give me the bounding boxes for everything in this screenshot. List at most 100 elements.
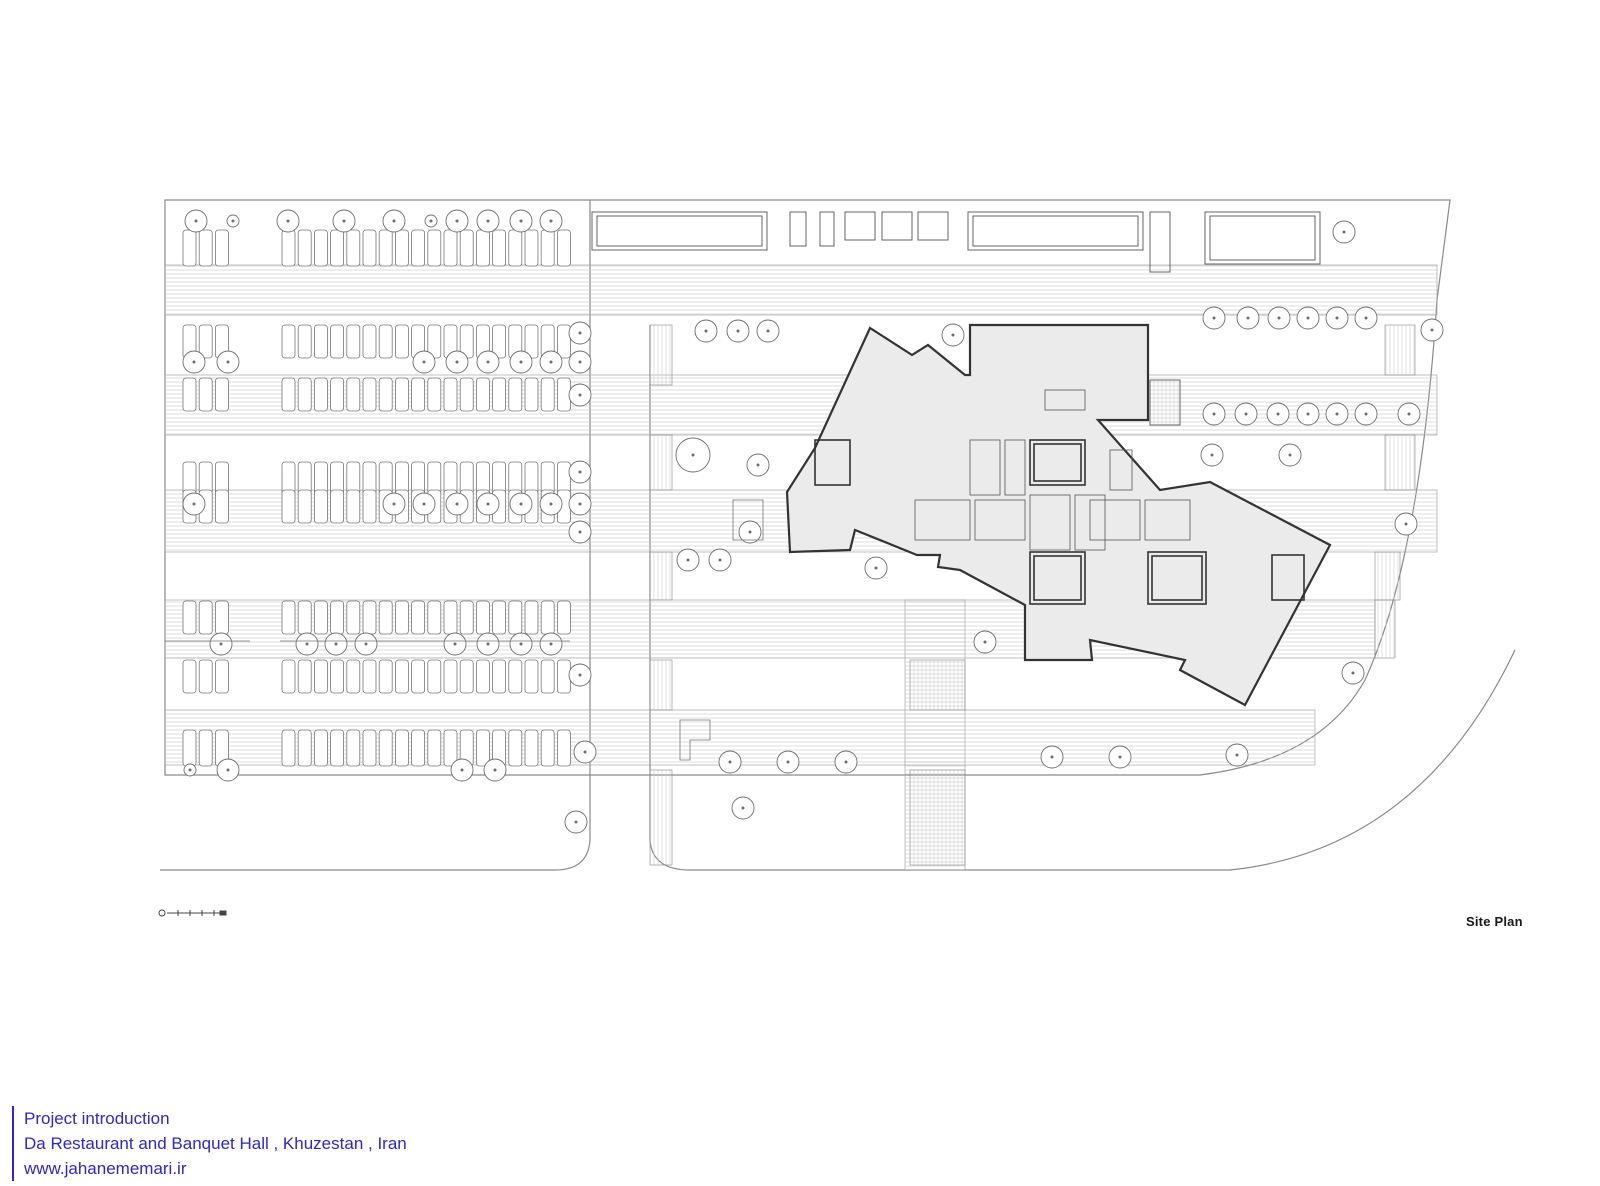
tree (1325, 306, 1349, 330)
tree (1202, 306, 1226, 330)
parking-stall (475, 377, 490, 412)
parking-stall (297, 489, 312, 524)
parking-stall (214, 600, 229, 635)
parking-stall (557, 600, 571, 635)
tree (941, 323, 965, 347)
parking-stall (362, 729, 377, 767)
parking-stall (182, 377, 197, 412)
tree (445, 209, 469, 233)
parking-stall (182, 729, 197, 767)
parking-stall (281, 324, 296, 359)
parking-stall (378, 324, 393, 359)
parking-stall (182, 659, 197, 694)
tree (1397, 402, 1421, 426)
parking-stall (313, 229, 328, 267)
parking-stall (297, 600, 312, 635)
parking-stall (198, 659, 213, 694)
building-footprint (785, 323, 1332, 707)
steps (649, 324, 1416, 866)
parking-stall (492, 659, 507, 694)
parking-stall (346, 324, 361, 359)
tree (1040, 745, 1064, 769)
parking-stall (378, 377, 393, 412)
tree (568, 492, 592, 516)
tree (445, 350, 469, 374)
parking-stall (475, 600, 490, 635)
parking-stall (492, 600, 507, 635)
tree (731, 796, 755, 820)
tree (295, 632, 319, 656)
parking-stall (362, 377, 377, 412)
parking-stall (330, 377, 345, 412)
parking-stall (508, 659, 523, 694)
tree (568, 321, 592, 345)
parking-stall (411, 729, 426, 767)
parking-stall (330, 229, 345, 267)
tree (476, 209, 500, 233)
fixtures (165, 499, 764, 761)
scale-bar (158, 909, 227, 917)
tree (412, 492, 436, 516)
parking-stall (330, 729, 345, 767)
parking-stall (540, 659, 555, 694)
tree (539, 632, 563, 656)
parking-stall (313, 489, 328, 524)
parking-stall (214, 659, 229, 694)
tree (183, 763, 197, 777)
footer-line-title: Project introduction (24, 1109, 170, 1128)
parking-stall (198, 229, 213, 267)
parking-stall (214, 489, 229, 524)
parking-stall (443, 600, 458, 635)
tree (354, 632, 378, 656)
tree (476, 632, 500, 656)
parking-stall (524, 729, 539, 767)
tree (1354, 306, 1378, 330)
tree (1420, 318, 1444, 342)
parking-stall (508, 377, 523, 412)
tree (216, 350, 240, 374)
tree (1278, 443, 1302, 467)
footer-website-link[interactable]: www.jahanememari.ir (24, 1159, 187, 1178)
parking-stall (443, 659, 458, 694)
parking-stall (330, 600, 345, 635)
parking-stall (313, 659, 328, 694)
tree (216, 758, 240, 782)
tree (708, 548, 732, 572)
tree (1332, 220, 1356, 244)
tree (568, 350, 592, 374)
parking-stall (411, 659, 426, 694)
parking-stall (540, 229, 555, 267)
north-structures (591, 211, 1321, 426)
tree (1108, 745, 1132, 769)
tree (834, 750, 858, 774)
tree (539, 350, 563, 374)
tree (412, 350, 436, 374)
parking-stall (394, 729, 409, 767)
parking-stall (459, 229, 474, 267)
tree (509, 492, 533, 516)
tree (1236, 306, 1260, 330)
parking-stall (427, 659, 442, 694)
parking-stall (362, 600, 377, 635)
parking-stall (281, 659, 296, 694)
parking-stall (362, 229, 377, 267)
parking-stall (508, 600, 523, 635)
parking-stall (182, 229, 197, 267)
tree (539, 492, 563, 516)
parking-stall (346, 600, 361, 635)
parking-stall (557, 229, 571, 267)
parking-stall (557, 324, 571, 359)
parking-stall (508, 229, 523, 267)
tree (1296, 402, 1320, 426)
parking-stall (524, 600, 539, 635)
tree (1234, 402, 1258, 426)
parking-stall (346, 729, 361, 767)
parking-stall (394, 600, 409, 635)
tree (1225, 743, 1249, 767)
parking-stall (198, 324, 213, 359)
parking-stall (214, 377, 229, 412)
parking-stall (346, 377, 361, 412)
parking-stall (313, 600, 328, 635)
parking-stall (346, 229, 361, 267)
